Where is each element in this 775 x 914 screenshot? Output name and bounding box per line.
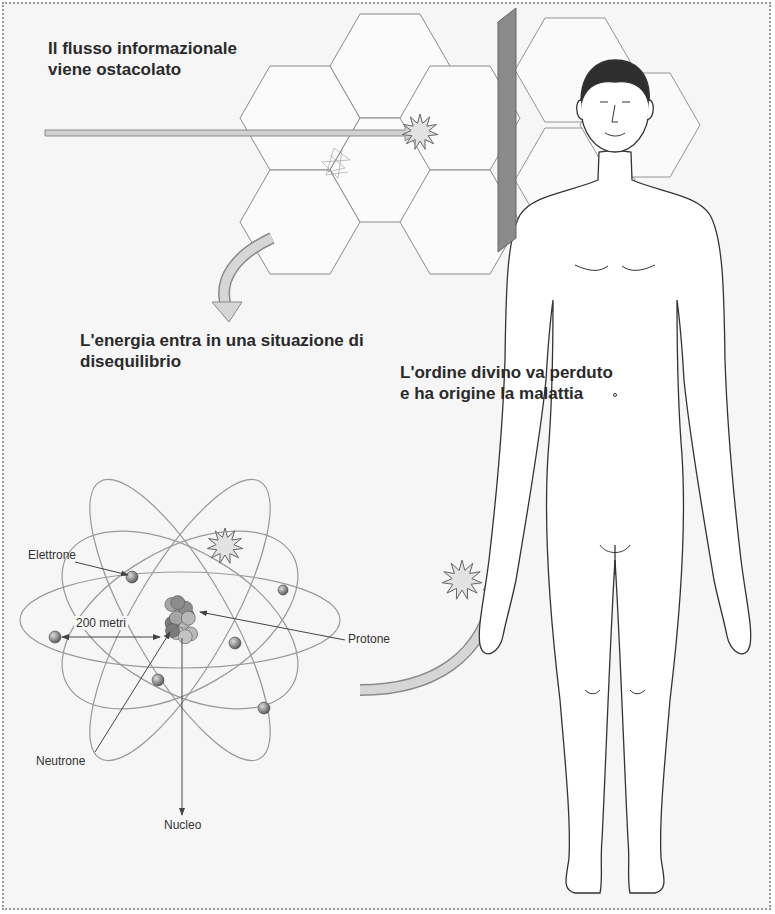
barrier-wall xyxy=(498,8,516,252)
scribble xyxy=(322,148,350,178)
caption-text: L'ordine divino va perduto e ha origine … xyxy=(400,362,620,404)
curved-arrow xyxy=(212,238,272,322)
part-label: Nucleo xyxy=(164,818,201,832)
part-label: Protone xyxy=(348,632,390,646)
caption-text: Il flusso informazionale viene ostacolat… xyxy=(48,38,248,80)
human-figure xyxy=(479,60,750,893)
part-label: Elettrone xyxy=(28,548,76,562)
flow-arrow xyxy=(45,125,418,141)
dimension-label: 200 metri xyxy=(74,616,128,630)
caption-text: L'energia entra in una situazione di dis… xyxy=(80,330,380,372)
impact-star xyxy=(207,114,482,599)
part-label: Neutrone xyxy=(36,754,85,768)
atom xyxy=(20,457,345,815)
